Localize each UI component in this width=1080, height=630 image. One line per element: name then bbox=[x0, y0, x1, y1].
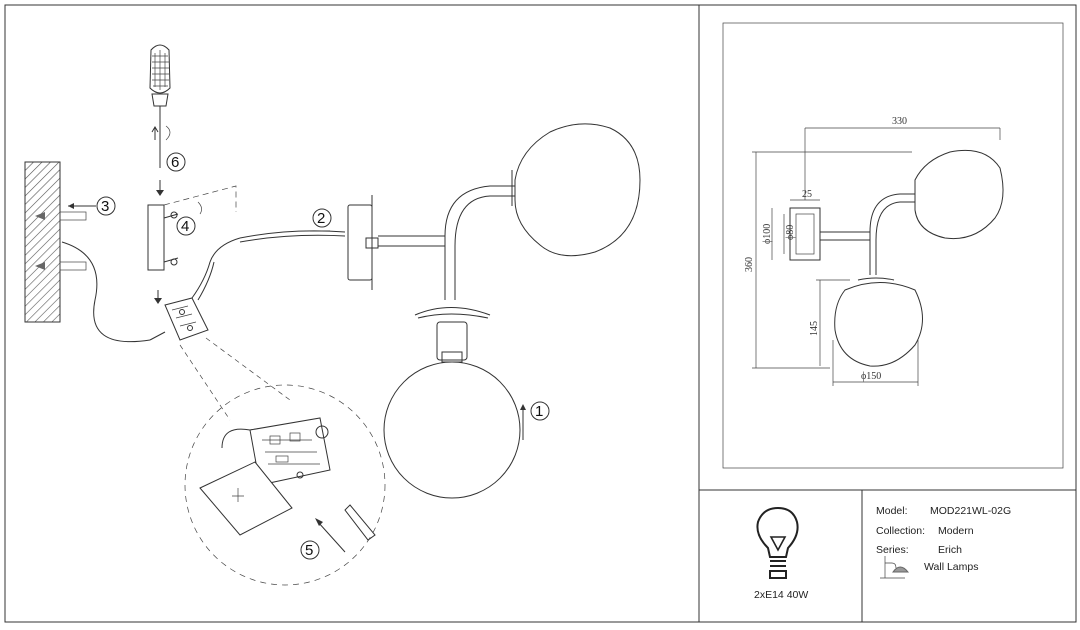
step-1-label: 1 bbox=[535, 403, 543, 420]
dim-depth: 25 bbox=[802, 189, 812, 200]
light-bulb-icon bbox=[756, 506, 799, 579]
dim-base-outer: ϕ100 bbox=[762, 224, 773, 244]
wall bbox=[24, 161, 61, 323]
dimension-drawing: 330 25 360 ϕ100 ϕ80 145 ϕ150 bbox=[744, 116, 1004, 386]
dim-base-inner: ϕ80 bbox=[785, 225, 796, 240]
step-3-label: 3 bbox=[101, 198, 109, 215]
collection-value: Modern bbox=[938, 525, 974, 537]
wall-anchors bbox=[35, 211, 87, 271]
series-value: Erich bbox=[938, 544, 962, 556]
terminal-block bbox=[154, 237, 241, 341]
dim-width: 330 bbox=[892, 116, 907, 127]
zoomed-terminal bbox=[199, 417, 376, 553]
series-label: Series: bbox=[876, 544, 909, 556]
dim-shade-height: 145 bbox=[809, 321, 820, 336]
bulb-panel: 2xE14 40W bbox=[754, 506, 808, 601]
sheet-frame bbox=[4, 4, 1077, 623]
model-label: Model: bbox=[876, 505, 908, 517]
screwdriver bbox=[149, 44, 171, 196]
product-info: Model: MOD221WL-02G Collection: Modern S… bbox=[876, 505, 1011, 579]
wall-lamp-icon bbox=[880, 556, 910, 579]
lamp-drawing bbox=[347, 123, 641, 499]
step-4-label: 4 bbox=[181, 218, 189, 235]
step-6-label: 6 bbox=[171, 154, 179, 171]
mounting-plate bbox=[147, 185, 237, 271]
dim-shade-diameter: ϕ150 bbox=[861, 371, 881, 382]
installation-diagram: 3 6 4 bbox=[24, 44, 641, 586]
collection-label: Collection: bbox=[876, 525, 925, 537]
type-value: Wall Lamps bbox=[924, 561, 978, 573]
step-5-label: 5 bbox=[305, 542, 313, 559]
step-2-label: 2 bbox=[317, 210, 325, 227]
model-value: MOD221WL-02G bbox=[930, 505, 1011, 517]
dim-height: 360 bbox=[744, 257, 755, 272]
bulb-spec: 2xE14 40W bbox=[754, 589, 808, 601]
zoom-callout bbox=[184, 384, 386, 586]
